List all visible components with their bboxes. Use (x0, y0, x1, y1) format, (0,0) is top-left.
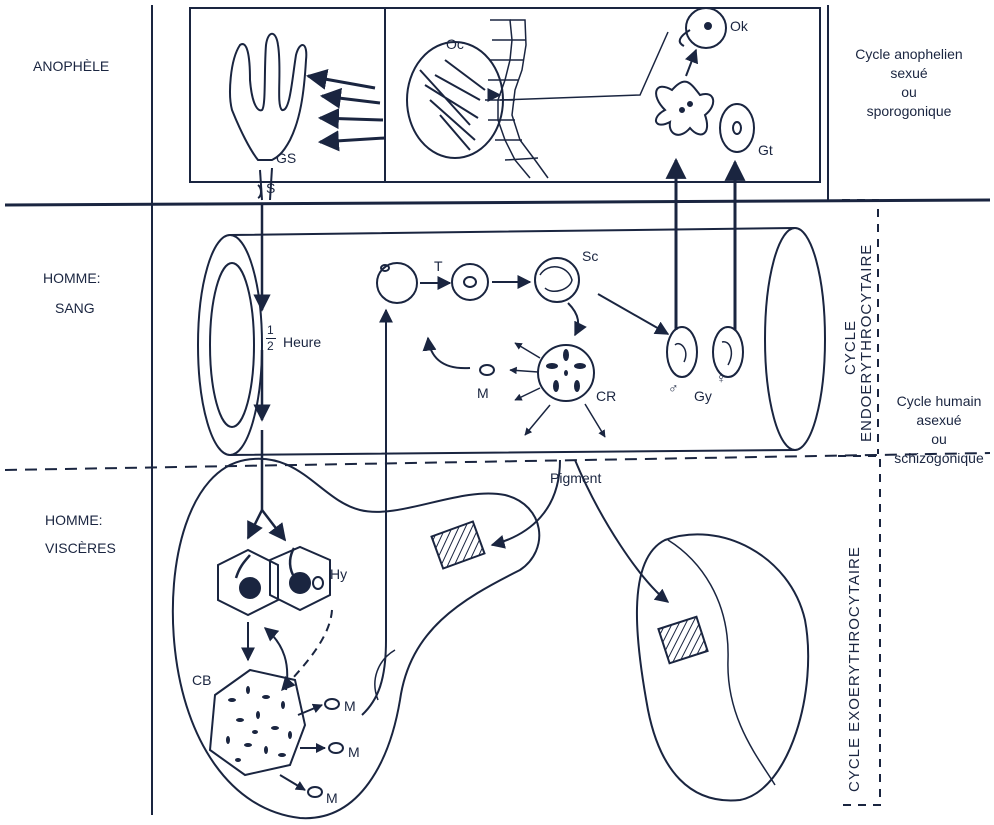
region-homme-sang-label-2: SANG (55, 300, 95, 317)
label-gy: Gy (694, 388, 712, 405)
label-ok: Ok (730, 18, 748, 35)
label-pigment: Pigment (550, 470, 601, 487)
region-homme-visceres-label-1: HOMME: (45, 512, 103, 529)
gametocyte-uptake-arrows (676, 160, 735, 330)
cycle-exo-label: CYCLE EXOERYTHROCYTAIRE (846, 546, 863, 792)
region-homme-sang-label-1: HOMME: (43, 270, 101, 287)
label-gs: GS (276, 150, 296, 167)
cycle-endo-label-2: ENDOERYTHROCYTAIRE (858, 244, 875, 442)
fraction-bar (266, 338, 276, 339)
label-cb: CB (192, 672, 211, 689)
trophozoite-cell (452, 264, 488, 300)
label-s: S (266, 180, 275, 197)
hepatocyte-1-nucleus (240, 578, 260, 598)
cycle-endo-label-1: CYCLE (842, 320, 859, 375)
label-half-denominator: 2 (267, 338, 274, 355)
hepatocyte-1-sporozoite (236, 555, 250, 578)
label-female: ♀ (716, 370, 727, 387)
label-sc: Sc (582, 248, 598, 265)
liver-outline (173, 459, 539, 818)
arrow-to-gametocytes (598, 294, 668, 334)
merozoite-m-blood (480, 365, 494, 375)
arrow-cb-to-hepatocyte (265, 628, 287, 690)
red-cell-merozoite (377, 263, 417, 303)
label-cr: CR (596, 388, 616, 405)
cb-merozoites (226, 686, 292, 762)
cycle-humain-line-2: asexué (884, 411, 994, 430)
spleen-inner-line (668, 540, 775, 785)
salivary-gland (230, 34, 306, 200)
cycle-humain-line-4: schizogonique (884, 449, 994, 468)
label-oc: Oc (446, 36, 464, 53)
spleen-outline (637, 534, 808, 800)
label-m2: M (348, 744, 360, 761)
label-t: T (434, 258, 443, 275)
label-hy: Hy (330, 566, 347, 583)
label-gt: Gt (758, 142, 773, 159)
cycle-anophelien-line-1: Cycle anophelien (836, 45, 982, 64)
label-half-numerator: 1 (267, 322, 274, 339)
sporozoite-s (258, 185, 261, 198)
cycle-humain-line-1: Cycle humain (884, 392, 994, 411)
region-homme-visceres-label-2: VISCÈRES (45, 540, 116, 557)
gametocyte-male (667, 327, 697, 377)
zygote-to-ookinete-arrow (686, 50, 696, 76)
label-m1: M (344, 698, 356, 715)
cycle-anophelien-line-3: ou (836, 83, 982, 102)
liver-merozoite-3 (308, 787, 322, 797)
cycle-anophelien-label: Cycle anophelien sexué ou sporogonique (836, 45, 982, 121)
arrow-cb-m3 (280, 775, 305, 790)
rosette-merozoites (546, 349, 586, 392)
cycle-anophelien-line-4: sporogonique (836, 102, 982, 121)
region-anophele-label: ANOPHÈLE (33, 58, 109, 75)
gametocyte-gt (720, 104, 754, 152)
pigment-liver (432, 522, 485, 569)
gametocyte-male-inner (675, 344, 686, 362)
arrow-to-rosette (568, 303, 578, 335)
cycle-anophelien-line-2: sexué (836, 64, 982, 83)
zygote (656, 82, 713, 135)
hepatocyte-2-hypnozoite (313, 577, 323, 589)
trophozoite-ring (464, 277, 476, 287)
label-m-blood: M (477, 385, 489, 402)
hepatocyte-2-nucleus (290, 573, 310, 593)
arrow-merozoite-reinvade (428, 338, 470, 368)
liver-schizont-cb (210, 670, 305, 775)
pigment-spleen (658, 617, 707, 664)
liver-merozoite-1 (325, 699, 339, 709)
cycle-humain-label: Cycle humain asexué ou schizogonique (884, 392, 994, 468)
gametocyte-gt-nucleus (733, 122, 741, 134)
label-male: ♂ (668, 380, 679, 397)
label-heure: Heure (283, 334, 321, 351)
liver-merozoite-2 (329, 743, 343, 753)
cycle-humain-line-3: ou (884, 430, 994, 449)
schizont-inner (540, 267, 572, 291)
sporozoite-migration-arrows (308, 76, 385, 142)
gametocyte-female-inner (722, 342, 731, 365)
ookinete-nucleus (705, 23, 711, 29)
label-m3: M (326, 790, 338, 807)
